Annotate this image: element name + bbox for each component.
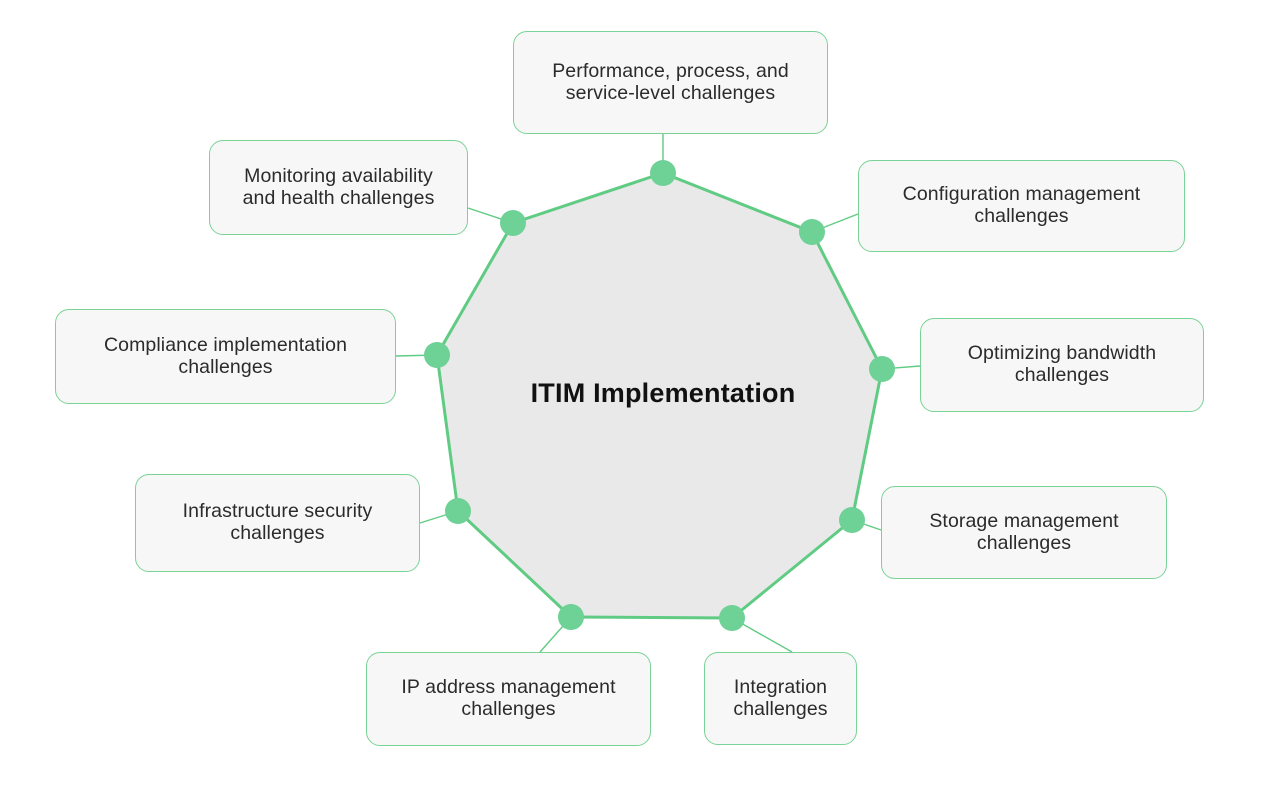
polygon-edge <box>730 518 854 620</box>
challenge-box-compliance-implementation[interactable]: Compliance implementation challenges <box>55 309 396 404</box>
node-dot-configuration-management[interactable] <box>799 219 825 245</box>
polygon-edge <box>511 171 665 225</box>
challenge-box-infrastructure-security[interactable]: Infrastructure security challenges <box>135 474 420 572</box>
challenge-label-ip-address-management: IP address management challenges <box>401 676 616 720</box>
challenge-label-infrastructure-security: Infrastructure security challenges <box>182 500 373 544</box>
node-dot-performance-process-service-level[interactable] <box>650 160 676 186</box>
node-dot-storage-management[interactable] <box>839 507 865 533</box>
challenge-box-storage-management[interactable]: Storage management challenges <box>881 486 1167 579</box>
polygon-edge <box>456 509 573 619</box>
challenge-label-monitoring-availability-health: Monitoring availability and health chall… <box>242 164 435 209</box>
challenge-label-integration: Integration challenges <box>733 675 828 720</box>
node-dot-infrastructure-security[interactable] <box>445 498 471 524</box>
node-dot-optimizing-bandwidth[interactable] <box>869 356 895 382</box>
challenge-label-performance-process-service-level: Performance, process, and service-level … <box>552 59 789 104</box>
challenge-box-configuration-management[interactable]: Configuration management challenges <box>858 160 1185 252</box>
challenge-box-integration[interactable]: Integration challenges <box>704 652 857 745</box>
challenge-box-monitoring-availability-health[interactable]: Monitoring availability and health chall… <box>209 140 468 235</box>
challenge-label-compliance-implementation: Compliance implementation challenges <box>103 333 348 378</box>
node-dot-monitoring-availability-health[interactable] <box>500 210 526 236</box>
challenge-box-ip-address-management[interactable]: IP address management challenges <box>366 652 651 746</box>
challenge-box-optimizing-bandwidth[interactable]: Optimizing bandwidth challenges <box>920 318 1204 412</box>
node-dots <box>424 160 895 631</box>
challenge-label-configuration-management: Configuration management challenges <box>902 183 1141 227</box>
polygon-edge <box>810 230 884 371</box>
challenge-box-performance-process-service-level[interactable]: Performance, process, and service-level … <box>513 31 828 134</box>
page-title: ITIM Implementation <box>530 378 796 408</box>
challenge-label-storage-management: Storage management challenges <box>929 509 1119 554</box>
node-dot-ip-address-management[interactable] <box>558 604 584 630</box>
center-polygon <box>437 173 882 618</box>
polygon-edge <box>850 367 884 522</box>
polygon-edges <box>435 171 884 620</box>
node-dot-integration[interactable] <box>719 605 745 631</box>
challenge-label-optimizing-bandwidth: Optimizing bandwidth challenges <box>967 342 1157 386</box>
polygon-edge <box>661 171 814 234</box>
node-dot-compliance-implementation[interactable] <box>424 342 450 368</box>
polygon-edge <box>435 221 515 357</box>
polygon-edge <box>435 353 460 513</box>
polygon-edge <box>569 615 734 620</box>
